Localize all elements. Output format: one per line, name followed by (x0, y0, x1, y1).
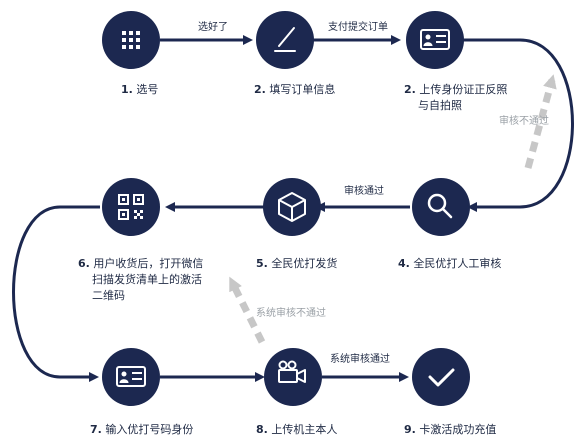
step-label-6: 6. 用户收货后，打开微信 扫描发货清单上的激活 二维码 (78, 257, 204, 302)
node-select-number (102, 11, 160, 69)
grid-icon (122, 31, 140, 49)
edge-label-review-rejected: 审核不通过 (499, 116, 549, 127)
fail-arrow-4-to-3 (524, 74, 557, 169)
step-label-5: 5. 全民优打发货 (256, 257, 338, 270)
step-label-8: 8. 上传机主本人 (256, 423, 338, 436)
arrow-3-to-4 (462, 38, 574, 212)
search-icon (427, 193, 453, 219)
step-label-2: 2. 填写订单信息 (254, 83, 336, 96)
node-ship (263, 178, 321, 236)
id-card-icon (420, 29, 450, 50)
arrow-6-to-7 (12, 205, 100, 382)
node-activated (412, 348, 470, 406)
edge-label-pay-submit: 支付提交订单 (328, 22, 388, 33)
video-camera-icon (278, 360, 306, 383)
qr-code-icon (118, 194, 144, 220)
step-label-4: 4. 全民优打人工审核 (398, 257, 502, 270)
node-manual-review (412, 178, 470, 236)
step-label-7: 7. 输入优打号码身份 (90, 423, 194, 436)
node-fill-order (256, 11, 314, 69)
edge-label-selected: 选好了 (198, 22, 228, 33)
edge-label-system-passed: 系统审核通过 (330, 354, 390, 365)
step-label-1: 1. 选号 (121, 83, 159, 96)
node-enter-id (102, 348, 160, 406)
node-upload-id (406, 11, 464, 69)
id-card-icon (116, 366, 146, 387)
edge-label-system-rejected: 系统审核不通过 (256, 308, 326, 319)
pen-icon (274, 27, 296, 52)
step-label-9: 9. 卡激活成功充值 (404, 423, 497, 436)
node-scan-qr (102, 178, 160, 236)
fail-arrow-8-to-5 (228, 276, 266, 344)
box-icon (278, 192, 306, 222)
edge-label-review-passed: 审核通过 (344, 186, 384, 197)
check-icon (428, 368, 455, 387)
step-label-3: 2. 上传身份证正反照 与自拍照 (404, 83, 508, 112)
node-upload-video (264, 348, 322, 406)
